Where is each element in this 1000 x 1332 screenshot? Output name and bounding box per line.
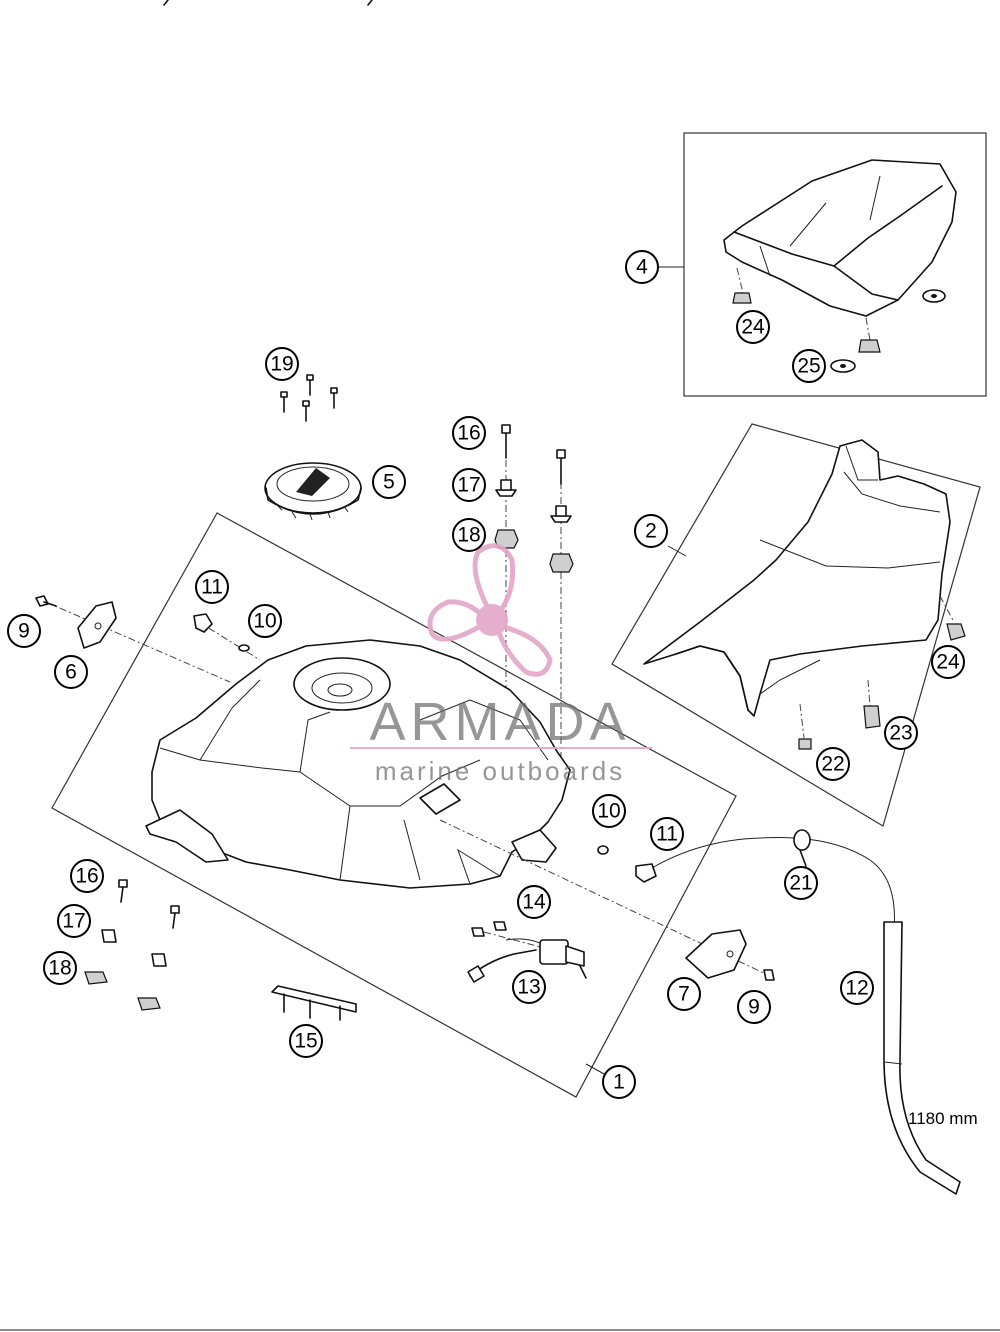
callout-16-upper: 16 bbox=[452, 416, 486, 450]
callout-24-pillion: 24 bbox=[736, 310, 770, 344]
hose-fitting-upper bbox=[193, 613, 261, 661]
tank-bracket-left bbox=[77, 601, 117, 649]
callout-11-lower: 11 bbox=[650, 817, 684, 851]
watermark: ARMADA marine outboards bbox=[350, 543, 652, 786]
propeller-logo bbox=[427, 543, 553, 677]
svg-text:25: 25 bbox=[797, 355, 820, 378]
svg-text:16: 16 bbox=[75, 865, 98, 888]
watermark-brand: ARMADA bbox=[369, 692, 630, 752]
svg-text:9: 9 bbox=[18, 620, 30, 643]
pillion-seat-frame bbox=[683, 132, 987, 397]
svg-text:19: 19 bbox=[270, 353, 293, 376]
callout-11-upper: 11 bbox=[195, 570, 229, 604]
tank-mount-bolt-stack-lower bbox=[84, 879, 180, 1011]
callout-18-upper: 18 bbox=[452, 518, 486, 552]
svg-text:12: 12 bbox=[845, 977, 868, 1000]
svg-text:6: 6 bbox=[65, 661, 77, 684]
svg-text:7: 7 bbox=[678, 983, 690, 1006]
callout-19: 19 bbox=[265, 347, 299, 381]
svg-text:24: 24 bbox=[741, 316, 765, 339]
callout-4: 4 bbox=[625, 250, 659, 284]
callout-15: 15 bbox=[289, 1024, 323, 1058]
callout-23: 23 bbox=[884, 716, 918, 750]
callout-18-lower: 18 bbox=[43, 951, 77, 985]
callout-5: 5 bbox=[372, 465, 406, 499]
callout-14: 14 bbox=[517, 885, 551, 919]
svg-text:24: 24 bbox=[936, 651, 960, 674]
svg-text:11: 11 bbox=[656, 823, 678, 846]
fuel-tank-frame bbox=[51, 512, 737, 1098]
fuel-hose bbox=[651, 837, 961, 1195]
callout-17-lower: 17 bbox=[57, 904, 91, 938]
svg-text:22: 22 bbox=[821, 753, 844, 776]
fuel-cap bbox=[264, 462, 362, 521]
rider-seat bbox=[643, 439, 951, 717]
callout-9-right: 9 bbox=[737, 990, 771, 1024]
svg-text:21: 21 bbox=[789, 872, 812, 895]
svg-text:14: 14 bbox=[522, 891, 546, 914]
callout-2: 2 bbox=[634, 514, 668, 548]
bracket-6-axis bbox=[45, 601, 231, 683]
tank-trim-strip bbox=[271, 985, 357, 1021]
callout-21: 21 bbox=[784, 866, 818, 900]
callout-16-lower: 16 bbox=[70, 859, 104, 893]
svg-text:11: 11 bbox=[201, 576, 223, 599]
callout-25: 25 bbox=[792, 349, 826, 383]
leader-lines bbox=[585, 266, 687, 1076]
callout-10-upper: 10 bbox=[248, 604, 282, 638]
hose-length-label: 1180 mm bbox=[908, 1109, 978, 1128]
callout-12: 12 bbox=[840, 971, 874, 1005]
svg-text:17: 17 bbox=[457, 474, 480, 497]
svg-text:16: 16 bbox=[457, 422, 480, 445]
callout-9-left: 9 bbox=[7, 614, 41, 648]
svg-text:4: 4 bbox=[636, 256, 648, 279]
pillion-seat-bumpers bbox=[732, 267, 946, 373]
hose-clamp bbox=[793, 829, 811, 867]
fuel-sensor-bolts bbox=[471, 921, 553, 951]
svg-text:2: 2 bbox=[645, 520, 657, 543]
callout-22: 22 bbox=[816, 747, 850, 781]
rider-seat-fasteners bbox=[798, 595, 966, 750]
rider-seat-frame bbox=[611, 423, 981, 827]
svg-text:15: 15 bbox=[294, 1030, 317, 1053]
fuel-cap-bolts bbox=[280, 374, 338, 422]
callout-6: 6 bbox=[54, 655, 88, 689]
svg-text:9: 9 bbox=[748, 996, 760, 1019]
hose-fitting-lower bbox=[597, 845, 657, 883]
tank-bracket-bolt-right bbox=[763, 969, 775, 981]
svg-text:18: 18 bbox=[457, 524, 480, 547]
tank-bracket-right bbox=[685, 929, 747, 979]
callout-1: 1 bbox=[602, 1065, 636, 1099]
svg-text:13: 13 bbox=[517, 976, 540, 999]
svg-text:5: 5 bbox=[383, 471, 395, 494]
tank-bracket-bolt-left bbox=[35, 595, 57, 607]
svg-text:10: 10 bbox=[597, 800, 620, 823]
svg-text:1: 1 bbox=[613, 1071, 625, 1094]
callout-17-upper: 17 bbox=[452, 468, 486, 502]
svg-text:17: 17 bbox=[62, 910, 85, 933]
svg-text:10: 10 bbox=[253, 610, 276, 633]
callout-7: 7 bbox=[667, 977, 701, 1011]
callout-13: 13 bbox=[512, 970, 546, 1004]
svg-text:23: 23 bbox=[889, 722, 912, 745]
pillion-seat bbox=[723, 159, 957, 317]
fuel-tank bbox=[145, 639, 571, 889]
fuel-sensor bbox=[467, 938, 587, 983]
propeller-hub bbox=[476, 604, 508, 636]
callout-24-rider: 24 bbox=[931, 645, 965, 679]
svg-text:18: 18 bbox=[48, 957, 71, 980]
watermark-tagline: marine outboards bbox=[375, 756, 625, 786]
callout-10-lower: 10 bbox=[592, 794, 626, 828]
clipped-title-fragment bbox=[163, 0, 373, 6]
